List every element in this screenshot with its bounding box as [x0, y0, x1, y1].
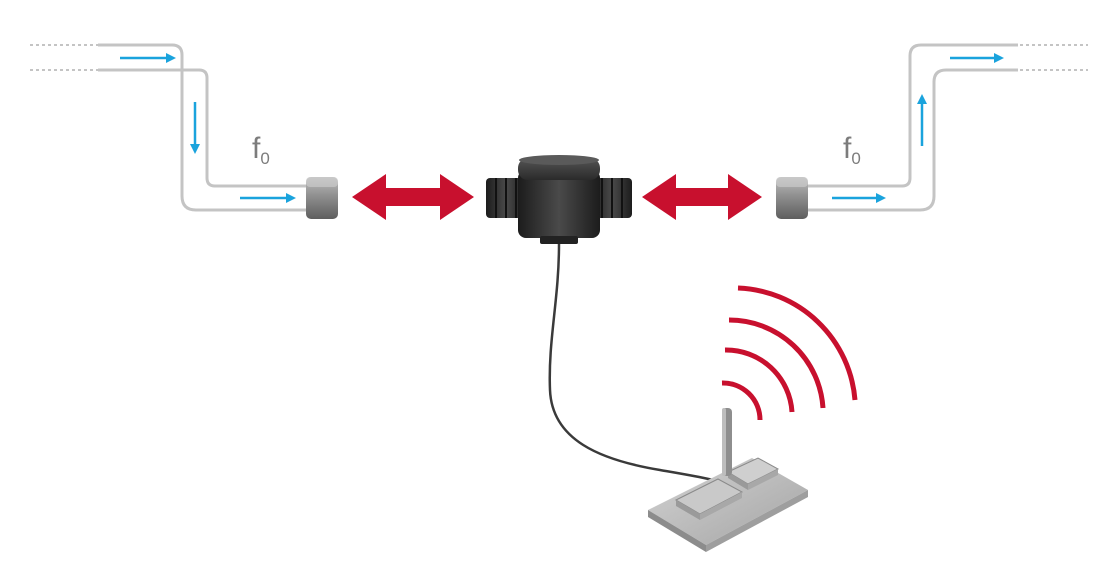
flow-sensor-icon: [486, 155, 632, 244]
left-frequency-subscript: 0: [260, 149, 269, 168]
left-pipe: [30, 43, 306, 212]
right-frequency-label: f0: [843, 132, 861, 168]
right-frequency-subscript: 0: [851, 149, 860, 168]
left-pipe-outer-wall: [98, 43, 306, 212]
flow-arrow-icon: [120, 53, 176, 63]
left-coupling: [306, 177, 338, 219]
radio-wave-icon: [721, 285, 858, 421]
right-coupling: [776, 177, 808, 219]
right-connection-arrow-icon: [642, 174, 762, 220]
flow-arrow-icon: [917, 94, 927, 146]
right-pipe-inner-wall: [808, 43, 1018, 188]
flow-arrow-icon: [832, 193, 886, 203]
flow-arrow-icon: [240, 193, 296, 203]
left-frequency-label: f0: [252, 132, 270, 168]
left-connection-arrow-icon: [352, 174, 474, 220]
sensor-cable: [548, 243, 736, 490]
right-pipe-outer-wall: [808, 68, 1018, 212]
right-frequency-symbol: f: [843, 132, 852, 165]
left-frequency-symbol: f: [252, 132, 261, 165]
right-pipe: [808, 43, 1088, 212]
flow-arrow-icon: [190, 102, 200, 154]
flow-arrow-icon: [950, 53, 1004, 63]
left-pipe-inner-wall: [98, 68, 306, 188]
wireless-module-icon: [648, 408, 808, 552]
